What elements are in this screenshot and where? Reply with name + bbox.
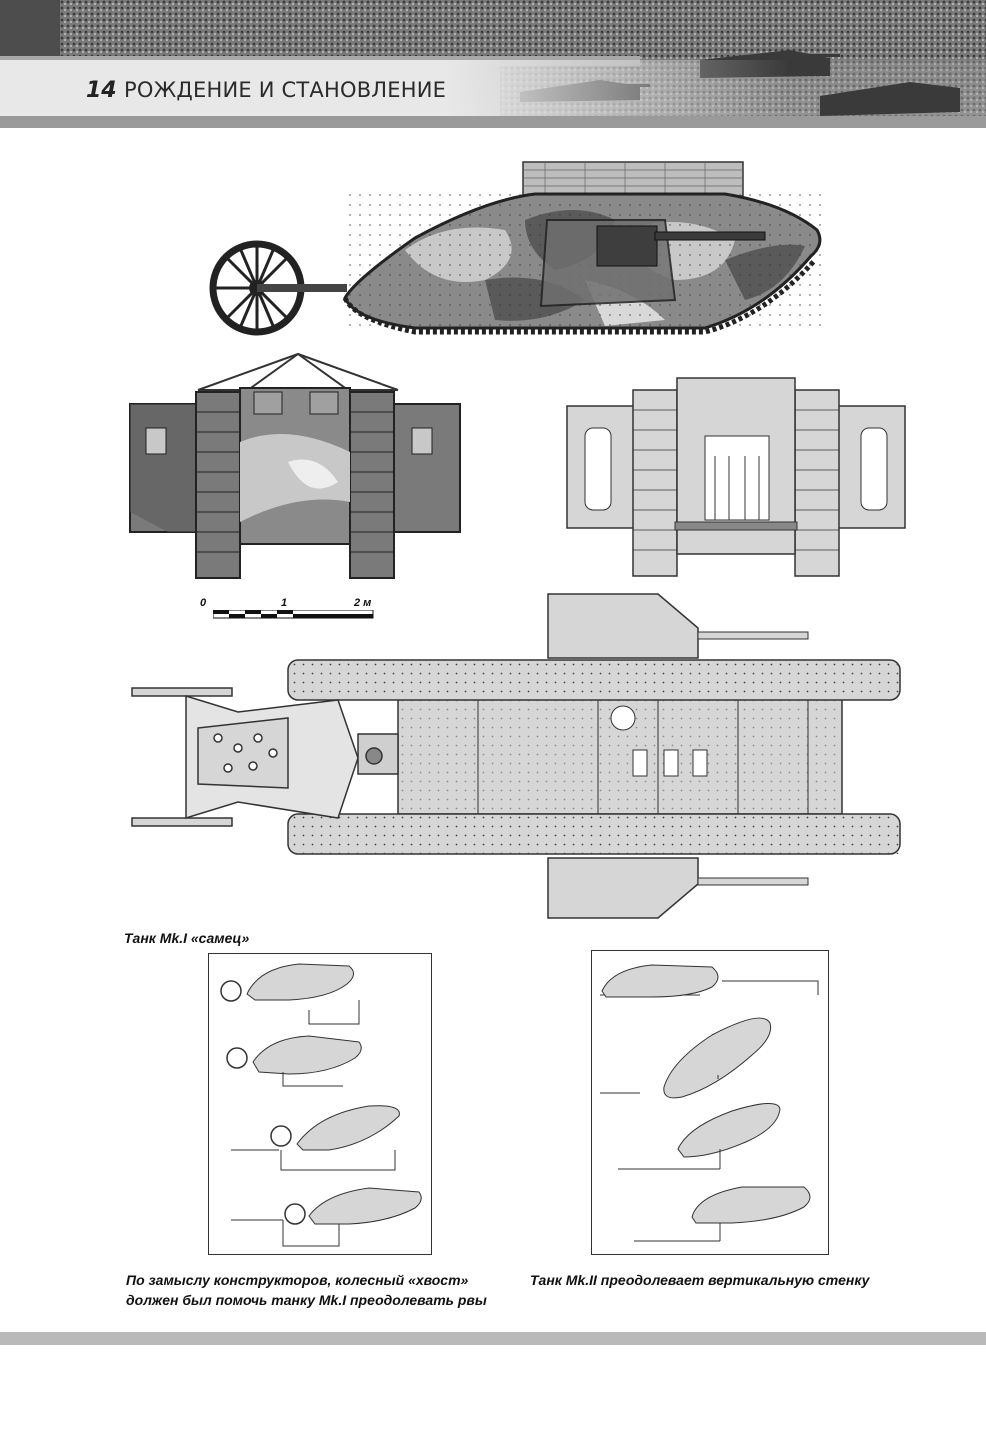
scale-label-1: 1 <box>281 597 288 609</box>
wall-step-3 <box>618 1103 781 1170</box>
scale-label-2: 2 м <box>354 597 372 609</box>
footer-bar <box>0 1332 986 1345</box>
sequence-step-3 <box>231 1105 400 1171</box>
trench-crossing-sequence <box>220 963 422 1247</box>
wall-step-2 <box>600 1017 772 1099</box>
tank-rear-view <box>566 377 906 577</box>
header-band <box>0 60 986 124</box>
wall-climb-frame <box>591 950 829 1255</box>
wall-climb-sequence <box>600 964 819 1242</box>
tail-wheel <box>209 240 347 336</box>
header-rule-bottom <box>0 116 986 128</box>
tank-front-view <box>129 352 461 579</box>
section-title: РОЖДЕНИЕ И СТАНОВЛЕНИЕ <box>124 78 447 102</box>
trench-crossing-frame <box>208 953 432 1255</box>
scale-bar <box>213 610 374 619</box>
sequence-step-4 <box>231 1187 422 1247</box>
tail-carriage <box>131 687 399 827</box>
sequence-step-1 <box>220 963 360 1025</box>
caption-left-line-1: По замыслу конструкторов, колесный «хвос… <box>126 1272 469 1288</box>
scale-label-0: 0 <box>200 597 207 609</box>
caption-right: Танк Mk.II преодолевает вертикальную сте… <box>530 1272 870 1288</box>
wall-step-4 <box>634 1186 811 1242</box>
sequence-step-2 <box>226 1035 362 1087</box>
tank-side-view <box>209 161 825 336</box>
caption-mk1-male: Танк Mk.I «самец» <box>124 930 250 946</box>
page-number: 14 <box>86 78 117 103</box>
wall-step-1 <box>600 964 819 998</box>
caption-left-line-2: должен был помочь танку Mk.I преодолеват… <box>126 1292 487 1308</box>
tank-top-view <box>131 593 901 919</box>
